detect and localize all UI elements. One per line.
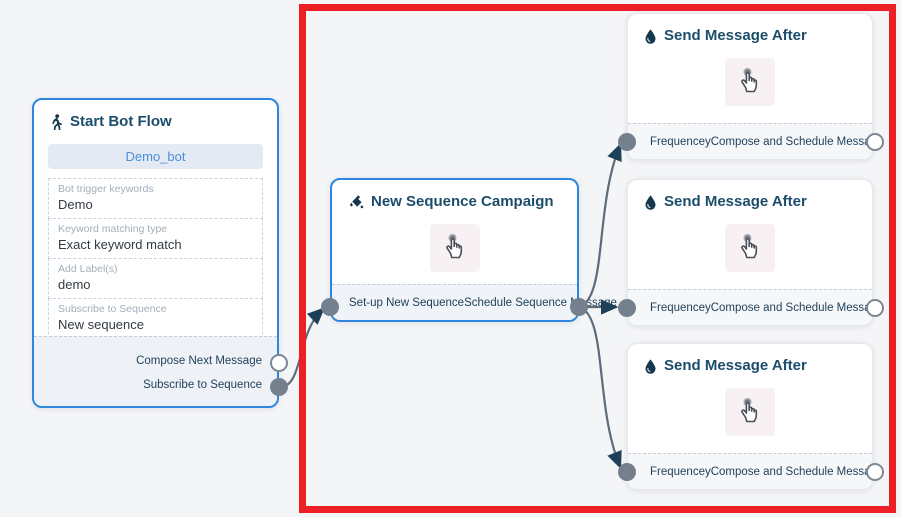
wire-start-to-sequence <box>278 307 325 389</box>
hand-pointer-icon[interactable] <box>725 224 775 272</box>
send-node-header: Send Message After <box>628 14 872 44</box>
start-node-footer: Compose Next Message Subscribe to Sequen… <box>34 336 277 406</box>
port-sequence-output[interactable] <box>570 298 588 316</box>
send-node-title: Send Message After <box>664 193 807 210</box>
port-send3-input[interactable] <box>618 463 636 481</box>
water-drop-icon <box>645 194 656 210</box>
send-node-header: Send Message After <box>628 344 872 374</box>
send-node-footer: Frequencey Compose and Schedule Message <box>628 289 883 325</box>
output-subscribe-to-sequence: Subscribe to Sequence <box>143 379 262 391</box>
hand-pointer-icon[interactable] <box>725 58 775 106</box>
send-node-header: Send Message After <box>628 180 872 210</box>
send-message-after-node-3[interactable]: Send Message After Frequencey Compose an… <box>627 343 883 490</box>
sequence-node-footer: Set-up New Sequence Schedule Sequence Me… <box>332 284 617 320</box>
port-send3-output[interactable] <box>866 463 884 481</box>
port-send1-input[interactable] <box>618 133 636 151</box>
port-send2-output[interactable] <box>866 299 884 317</box>
send-node-title: Send Message After <box>664 27 807 44</box>
port-send1-output[interactable] <box>866 133 884 151</box>
walking-person-icon <box>52 113 62 130</box>
field-value: New sequence <box>58 317 144 332</box>
send-output-label: Compose and Schedule Message <box>710 465 884 478</box>
field-label: Bot trigger keywords <box>58 183 154 195</box>
port-compose-next-message[interactable] <box>270 354 288 372</box>
bot-name-button[interactable]: Demo_bot <box>48 144 263 169</box>
send-output-label: Compose and Schedule Message <box>710 135 884 148</box>
ink-bottle-icon <box>350 195 364 209</box>
sequence-node-header: New Sequence Campaign <box>332 180 577 210</box>
send-node-footer: Frequencey Compose and Schedule Message <box>628 123 883 159</box>
wire-sequence-to-send-1 <box>578 142 622 309</box>
start-bot-flow-header: Start Bot Flow <box>34 100 277 130</box>
new-sequence-campaign-node[interactable]: New Sequence Campaign Set-up New Sequenc… <box>330 178 617 322</box>
send-input-label: Frequencey <box>650 135 711 148</box>
send-input-label: Frequencey <box>650 465 711 478</box>
field-label: Keyword matching type <box>58 223 168 235</box>
field-bot-trigger-keywords[interactable]: Bot trigger keywords Demo <box>48 178 263 219</box>
port-send2-input[interactable] <box>618 299 636 317</box>
send-node-footer: Frequencey Compose and Schedule Message <box>628 453 883 489</box>
send-message-after-node-1[interactable]: Send Message After Frequencey Compose an… <box>627 13 883 160</box>
field-keyword-matching-type[interactable]: Keyword matching type Exact keyword matc… <box>48 218 263 259</box>
port-sequence-input[interactable] <box>321 298 339 316</box>
field-label: Add Label(s) <box>58 263 118 275</box>
water-drop-icon <box>645 358 656 374</box>
field-value: Demo <box>58 197 93 212</box>
sequence-output-label: Schedule Sequence Message <box>464 296 617 309</box>
field-subscribe-to-sequence[interactable]: Subscribe to Sequence New sequence <box>48 298 263 339</box>
send-output-label: Compose and Schedule Message <box>710 301 884 314</box>
send-input-label: Frequencey <box>650 301 711 314</box>
wire-sequence-to-send-3 <box>578 305 622 470</box>
port-subscribe-to-sequence[interactable] <box>270 378 288 396</box>
hand-pointer-icon[interactable] <box>429 224 480 272</box>
sequence-input-label: Set-up New Sequence <box>349 296 465 309</box>
field-label: Subscribe to Sequence <box>58 303 167 315</box>
hand-pointer-icon[interactable] <box>725 388 775 436</box>
send-message-after-node-2[interactable]: Send Message After Frequencey Compose an… <box>627 179 883 326</box>
start-bot-flow-node[interactable]: Start Bot Flow Demo_bot Bot trigger keyw… <box>32 98 279 408</box>
start-node-title: Start Bot Flow <box>70 113 172 130</box>
field-value: Exact keyword match <box>58 237 182 252</box>
send-node-title: Send Message After <box>664 357 807 374</box>
field-add-labels[interactable]: Add Label(s) demo <box>48 258 263 299</box>
field-value: demo <box>58 277 91 292</box>
sequence-node-title: New Sequence Campaign <box>371 193 554 210</box>
output-compose-next-message: Compose Next Message <box>136 355 262 367</box>
water-drop-icon <box>645 28 656 44</box>
start-node-fields: Bot trigger keywords Demo Keyword matchi… <box>48 178 263 339</box>
